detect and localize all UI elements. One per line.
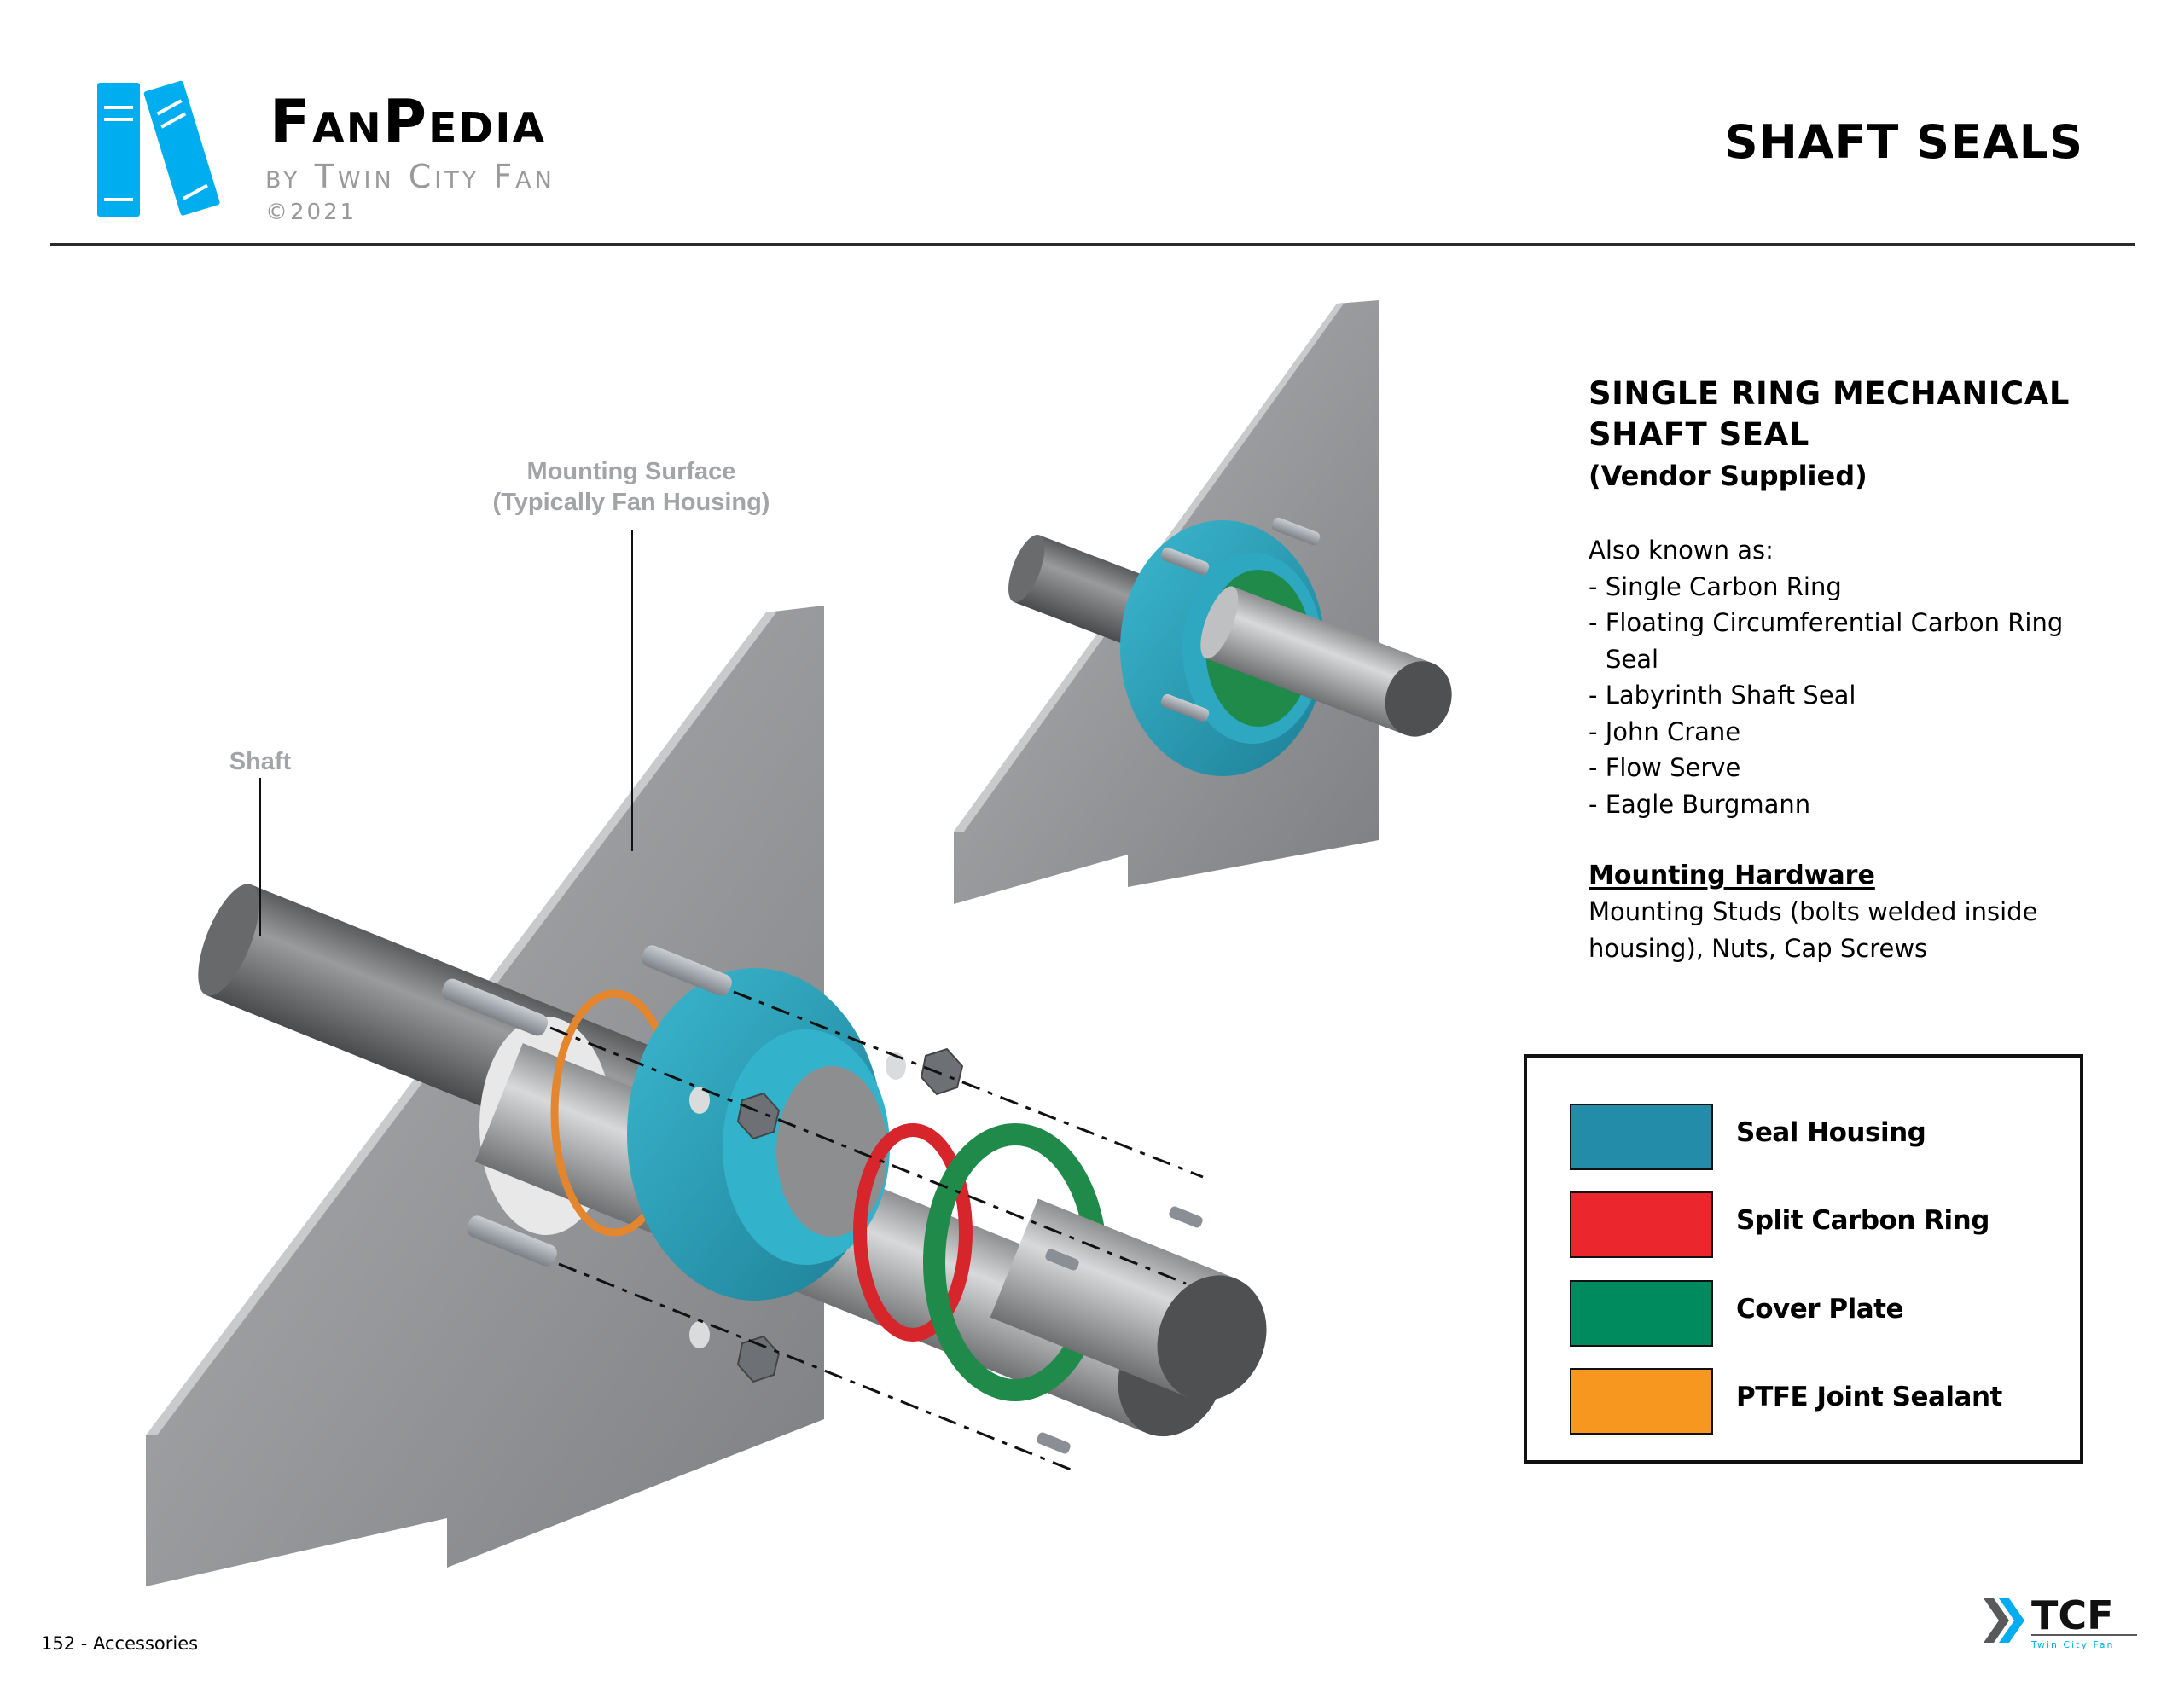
legend-label: Split Carbon Ring	[1736, 1205, 1989, 1236]
legend-item-split-carbon-ring: Split Carbon Ring	[1570, 1191, 2048, 1258]
vendor-note: (Vendor Supplied)	[1589, 460, 1867, 492]
legend-label: PTFE Joint Sealant	[1736, 1382, 2002, 1412]
shaft-callout: Shaft	[229, 748, 292, 775]
seal-type-title-line1: SINGLE RING MECHANICAL	[1589, 375, 2070, 412]
flange-bolt-holes	[689, 1052, 906, 1348]
mounting-surface-label: Mounting Surface	[526, 458, 736, 485]
shaft-end	[1118, 1311, 1225, 1437]
cap-screws	[1037, 1206, 1203, 1454]
shaft	[206, 884, 694, 1174]
assembly-guide-lines	[549, 990, 1204, 1473]
hex-nuts	[736, 1047, 964, 1383]
aka-item: - Labyrinth Shaft Seal	[1589, 681, 1856, 710]
page-title: SHAFT SEALS	[1724, 115, 2083, 169]
aka-item: - Eagle Burgmann	[1589, 789, 1811, 819]
cover-plate-small	[1205, 570, 1311, 727]
legend-swatch	[1570, 1280, 1713, 1347]
cover-plate	[923, 1123, 1107, 1401]
tcf-logo-sub: Twin City Fan	[2030, 1639, 2115, 1650]
copyright: ©2021	[265, 200, 357, 225]
seal-type-title-line2: SHAFT SEAL	[1589, 416, 1809, 453]
aka-item: - Single Carbon Ring	[1589, 571, 1842, 601]
seal-housing-flange	[627, 968, 883, 1301]
page-footer-label: 152 - Accessories	[41, 1633, 199, 1654]
color-legend: Seal Housing Split Carbon Ring Cover Pla…	[1524, 1054, 2083, 1464]
aka-list: - Single Carbon Ring - Floating Circumfe…	[1589, 569, 2100, 823]
legend-label: Seal Housing	[1736, 1117, 1926, 1148]
legend-swatch	[1570, 1368, 1713, 1435]
legend-item-seal-housing: Seal Housing	[1570, 1104, 2048, 1170]
studs-small	[1160, 517, 1321, 722]
fanpedia-books-logo-icon	[97, 80, 220, 217]
mounting-hardware-heading: Mounting Hardware	[1589, 861, 1875, 890]
shaft-small-front	[1205, 586, 1432, 735]
mounting-hardware-line1: Mounting Studs (bolts welded inside	[1589, 897, 2038, 926]
legend-label: Cover Plate	[1736, 1294, 1903, 1325]
legend-swatch	[1570, 1191, 1713, 1258]
brand-subtitle: by Twin City Fan	[265, 158, 555, 195]
mounting-surface-callout: Mounting Surface (Typically Fan Housing)	[461, 456, 802, 518]
assembled-seal-view	[954, 300, 1452, 904]
aka-item: - Flow Serve	[1589, 753, 1741, 782]
legend-swatch	[1570, 1104, 1713, 1170]
seal-housing-small	[1120, 520, 1325, 776]
ptfe-joint-sealant	[550, 989, 678, 1237]
seal-info-panel: SINGLE RING MECHANICAL SHAFT SEAL (Vendo…	[1589, 374, 2100, 966]
brand-name: FanPedia	[270, 87, 547, 157]
exploded-seal-view	[146, 530, 1267, 1586]
legend-item-ptfe-joint-sealant: PTFE Joint Sealant	[1570, 1368, 2048, 1435]
legend-item-cover-plate: Cover Plate	[1570, 1280, 2048, 1347]
seal-housing-hub	[723, 1029, 890, 1265]
tcf-logo-icon: TCF Twin City Fan	[1984, 1592, 2137, 1650]
tcf-logo-mark: TCF	[2031, 1592, 2114, 1638]
aka-label: Also known as:	[1589, 536, 1774, 565]
header-divider	[50, 243, 2135, 246]
split-carbon-ring	[853, 1123, 973, 1342]
mounting-surface-note: (Typically Fan Housing)	[492, 489, 770, 516]
mounting-plate-small	[954, 300, 1379, 904]
shaft-small-back	[1014, 535, 1247, 681]
mounting-studs	[441, 945, 732, 1267]
aka-item: - John Crane	[1589, 716, 1741, 746]
mounting-hardware-line2: housing), Nuts, Cap Screws	[1589, 933, 1928, 963]
